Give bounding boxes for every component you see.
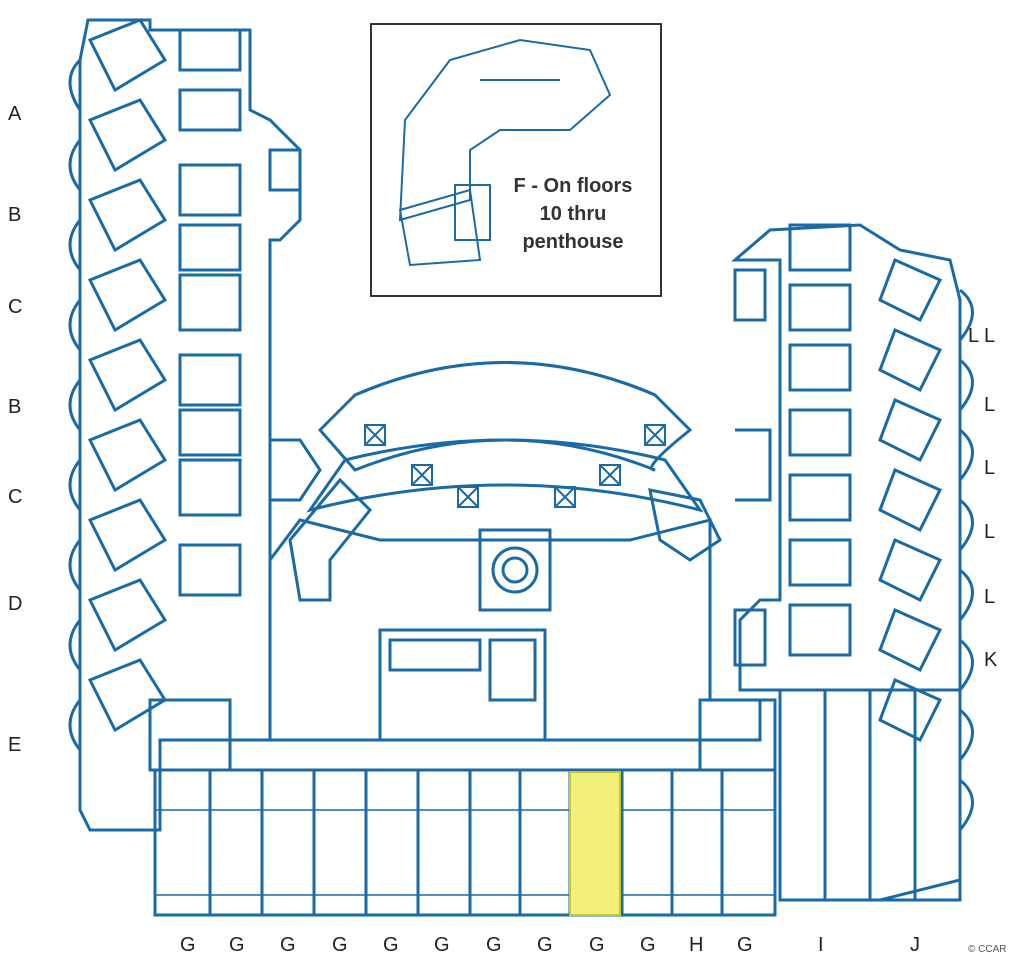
- right-label-k: K: [984, 649, 998, 671]
- left-label-b: B: [8, 396, 22, 418]
- bottom-label-g: G: [180, 934, 196, 956]
- bottom-label-g: G: [537, 934, 553, 956]
- bottom-label-g: G: [280, 934, 296, 956]
- right-wing-outline: [730, 223, 962, 902]
- bottom-label-g: G: [737, 934, 753, 956]
- inset-line-1: F - On floors: [513, 175, 633, 197]
- right-label-ll: L L: [968, 325, 996, 347]
- bottom-label-g: G: [332, 934, 348, 956]
- bottom-row: [153, 768, 777, 917]
- inset-box: [370, 23, 662, 297]
- watermark: © CCAR: [968, 944, 1007, 955]
- inset-line-2: 10 thru: [539, 203, 607, 225]
- inset-caption: F - On floors 10 thru penthouse: [488, 172, 658, 256]
- bottom-label-h: H: [689, 934, 704, 956]
- left-label-a: A: [8, 103, 22, 125]
- highlighted-unit: [569, 771, 621, 916]
- left-wing-outline: [78, 18, 302, 832]
- bottom-label-i: I: [818, 934, 824, 956]
- right-label-l: L: [984, 521, 996, 543]
- left-label-c: C: [8, 296, 23, 318]
- inset-line-3: penthouse: [522, 231, 624, 253]
- bottom-label-g: G: [434, 934, 450, 956]
- left-label-c: C: [8, 486, 23, 508]
- bottom-label-g: G: [383, 934, 399, 956]
- right-label-l: L: [984, 586, 996, 608]
- bottom-label-g: G: [229, 934, 245, 956]
- bottom-label-g: G: [486, 934, 502, 956]
- right-label-l: L: [984, 457, 996, 479]
- left-label-b: B: [8, 204, 22, 226]
- right-label-l: L: [984, 394, 996, 416]
- bottom-label-g: G: [589, 934, 605, 956]
- left-label-e: E: [8, 734, 22, 756]
- bottom-label-g: G: [640, 934, 656, 956]
- bottom-label-j: J: [910, 934, 920, 956]
- left-label-d: D: [8, 593, 23, 615]
